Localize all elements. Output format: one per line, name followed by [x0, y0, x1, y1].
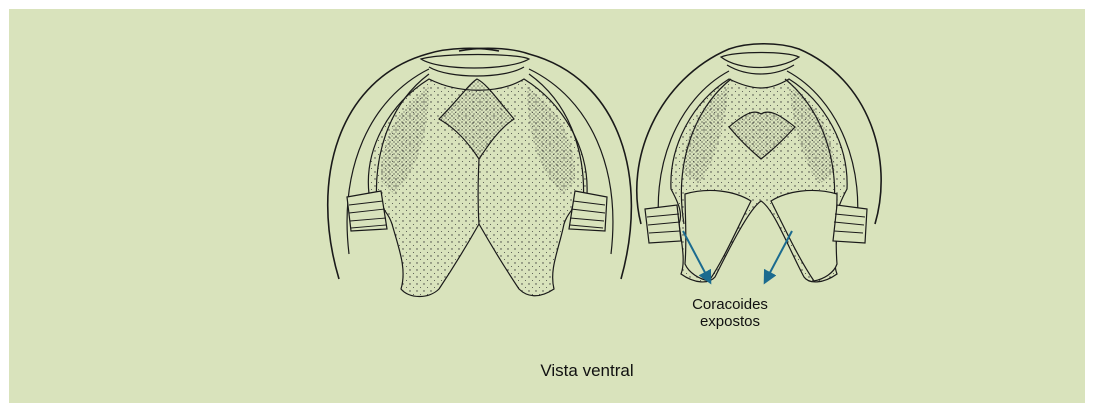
callout-line1: Coracoides [670, 296, 790, 313]
left-specimen [328, 48, 632, 296]
callout-line2: expostos [670, 313, 790, 330]
illustration [9, 9, 1085, 403]
callout-label: Coracoides expostos [670, 296, 790, 331]
arrow-right [765, 231, 792, 282]
figure-caption: Vista ventral [487, 361, 687, 381]
figure-panel: Coracoides expostos Vista ventral [9, 9, 1085, 403]
right-specimen [637, 44, 881, 282]
